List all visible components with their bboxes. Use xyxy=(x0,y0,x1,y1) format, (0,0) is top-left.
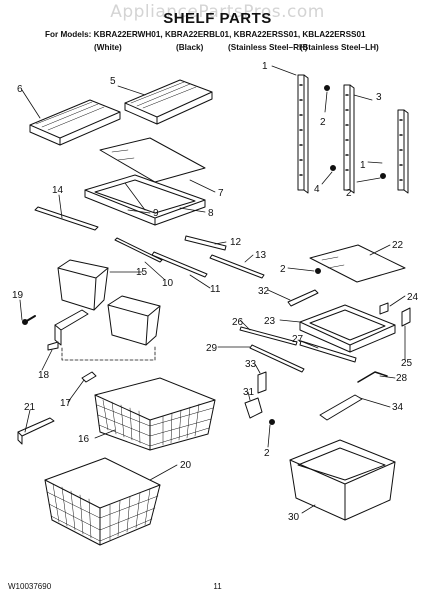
callout-16: 16 xyxy=(78,434,90,445)
callout-14: 14 xyxy=(52,185,64,196)
callout-29: 29 xyxy=(206,343,218,354)
rail-screws xyxy=(324,85,386,179)
callout-23: 23 xyxy=(264,316,276,327)
callout-17: 17 xyxy=(60,398,72,409)
bin-15-right xyxy=(107,295,161,346)
bracket-32 xyxy=(287,289,319,307)
callout-25: 25 xyxy=(401,358,413,369)
callout-3: 3 xyxy=(376,92,382,103)
trim-29 xyxy=(249,344,305,373)
callout-2-mid: 2 xyxy=(346,188,352,199)
callout-2-shelf: 2 xyxy=(280,264,286,275)
bracket-31 xyxy=(244,397,263,419)
bin-15-left xyxy=(57,259,109,311)
callout-1-top: 1 xyxy=(262,61,268,72)
rail-18 xyxy=(47,309,89,351)
wire-shelf-5 xyxy=(124,79,213,125)
callout-7: 7 xyxy=(218,188,224,199)
wire-shelf-6 xyxy=(29,99,121,146)
callout-27: 27 xyxy=(292,334,304,345)
callout-26: 26 xyxy=(232,317,244,328)
assembly-guide-line xyxy=(61,344,156,361)
clip-24 xyxy=(379,302,389,315)
callout-8: 8 xyxy=(208,208,214,219)
callout-31: 31 xyxy=(243,387,255,398)
support-10 xyxy=(114,237,163,263)
callout-32: 32 xyxy=(258,286,270,297)
shelf-rail-center xyxy=(343,84,355,194)
callout-2-top: 2 xyxy=(320,117,326,128)
callout-24: 24 xyxy=(407,292,419,303)
shelf-rail-left xyxy=(297,74,309,194)
variant-ss-lh: (Stainless Steel–LH) xyxy=(300,43,379,52)
callout-9: 9 xyxy=(153,208,159,219)
trim-12 xyxy=(184,235,227,251)
leader-lines xyxy=(19,65,406,514)
callout-13: 13 xyxy=(255,250,267,261)
rail-34 xyxy=(319,394,363,421)
callout-1-mid: 1 xyxy=(360,160,366,171)
callout-11: 11 xyxy=(210,284,221,295)
callout-15: 15 xyxy=(136,267,148,278)
callout-2-bottom: 2 xyxy=(264,448,270,459)
trim-13 xyxy=(209,254,265,279)
models-line: For Models: KBRA22ERWH01, KBRA22ERBL01, … xyxy=(45,30,366,39)
callout-28: 28 xyxy=(396,373,408,384)
bracket-33 xyxy=(257,371,267,394)
rail-21 xyxy=(17,417,55,445)
support-28 xyxy=(357,371,388,383)
wire-basket-16 xyxy=(94,377,216,451)
variant-white: (White) xyxy=(94,43,122,52)
callout-21: 21 xyxy=(24,402,36,413)
glass-shelf-22 xyxy=(309,244,406,283)
screw-19 xyxy=(22,315,36,325)
callout-18: 18 xyxy=(38,370,50,381)
document-number: W10037690 xyxy=(8,582,52,591)
callout-34: 34 xyxy=(392,402,404,413)
trim-strip-14 xyxy=(34,206,99,231)
shelf-frame-23 xyxy=(299,304,396,353)
wire-basket-20 xyxy=(44,457,161,546)
callout-6: 6 xyxy=(17,84,23,95)
variant-ss-rh: (Stainless Steel–RH) xyxy=(228,43,308,52)
variant-black: (Black) xyxy=(176,43,204,52)
clip-17 xyxy=(81,371,97,383)
shelf-frame-8 xyxy=(84,174,206,226)
screw-2-low xyxy=(269,419,275,425)
trim-26 xyxy=(239,326,298,346)
callout-10: 10 xyxy=(162,278,174,289)
callout-30: 30 xyxy=(288,512,300,523)
callout-19: 19 xyxy=(12,290,24,301)
screw-2-mid xyxy=(315,268,321,274)
glass-shelf-7 xyxy=(99,137,206,183)
page-title: SHELF PARTS xyxy=(163,10,272,27)
callout-labels: 1 2 3 1 2 4 5 6 7 8 9 14 10 11 12 13 15 … xyxy=(12,61,419,523)
drawer-30 xyxy=(289,439,396,521)
page-number: 11 xyxy=(213,582,222,591)
callout-12: 12 xyxy=(230,237,242,248)
bracket-25 xyxy=(401,307,411,327)
callout-4: 4 xyxy=(314,184,320,195)
callout-5: 5 xyxy=(110,76,116,87)
callout-33: 33 xyxy=(245,359,257,370)
callout-20: 20 xyxy=(180,460,192,471)
support-11 xyxy=(151,251,208,278)
watermark: AppliancePartsPros.com xyxy=(110,2,325,22)
callout-22: 22 xyxy=(392,240,404,251)
shelf-rail-right xyxy=(397,109,409,194)
